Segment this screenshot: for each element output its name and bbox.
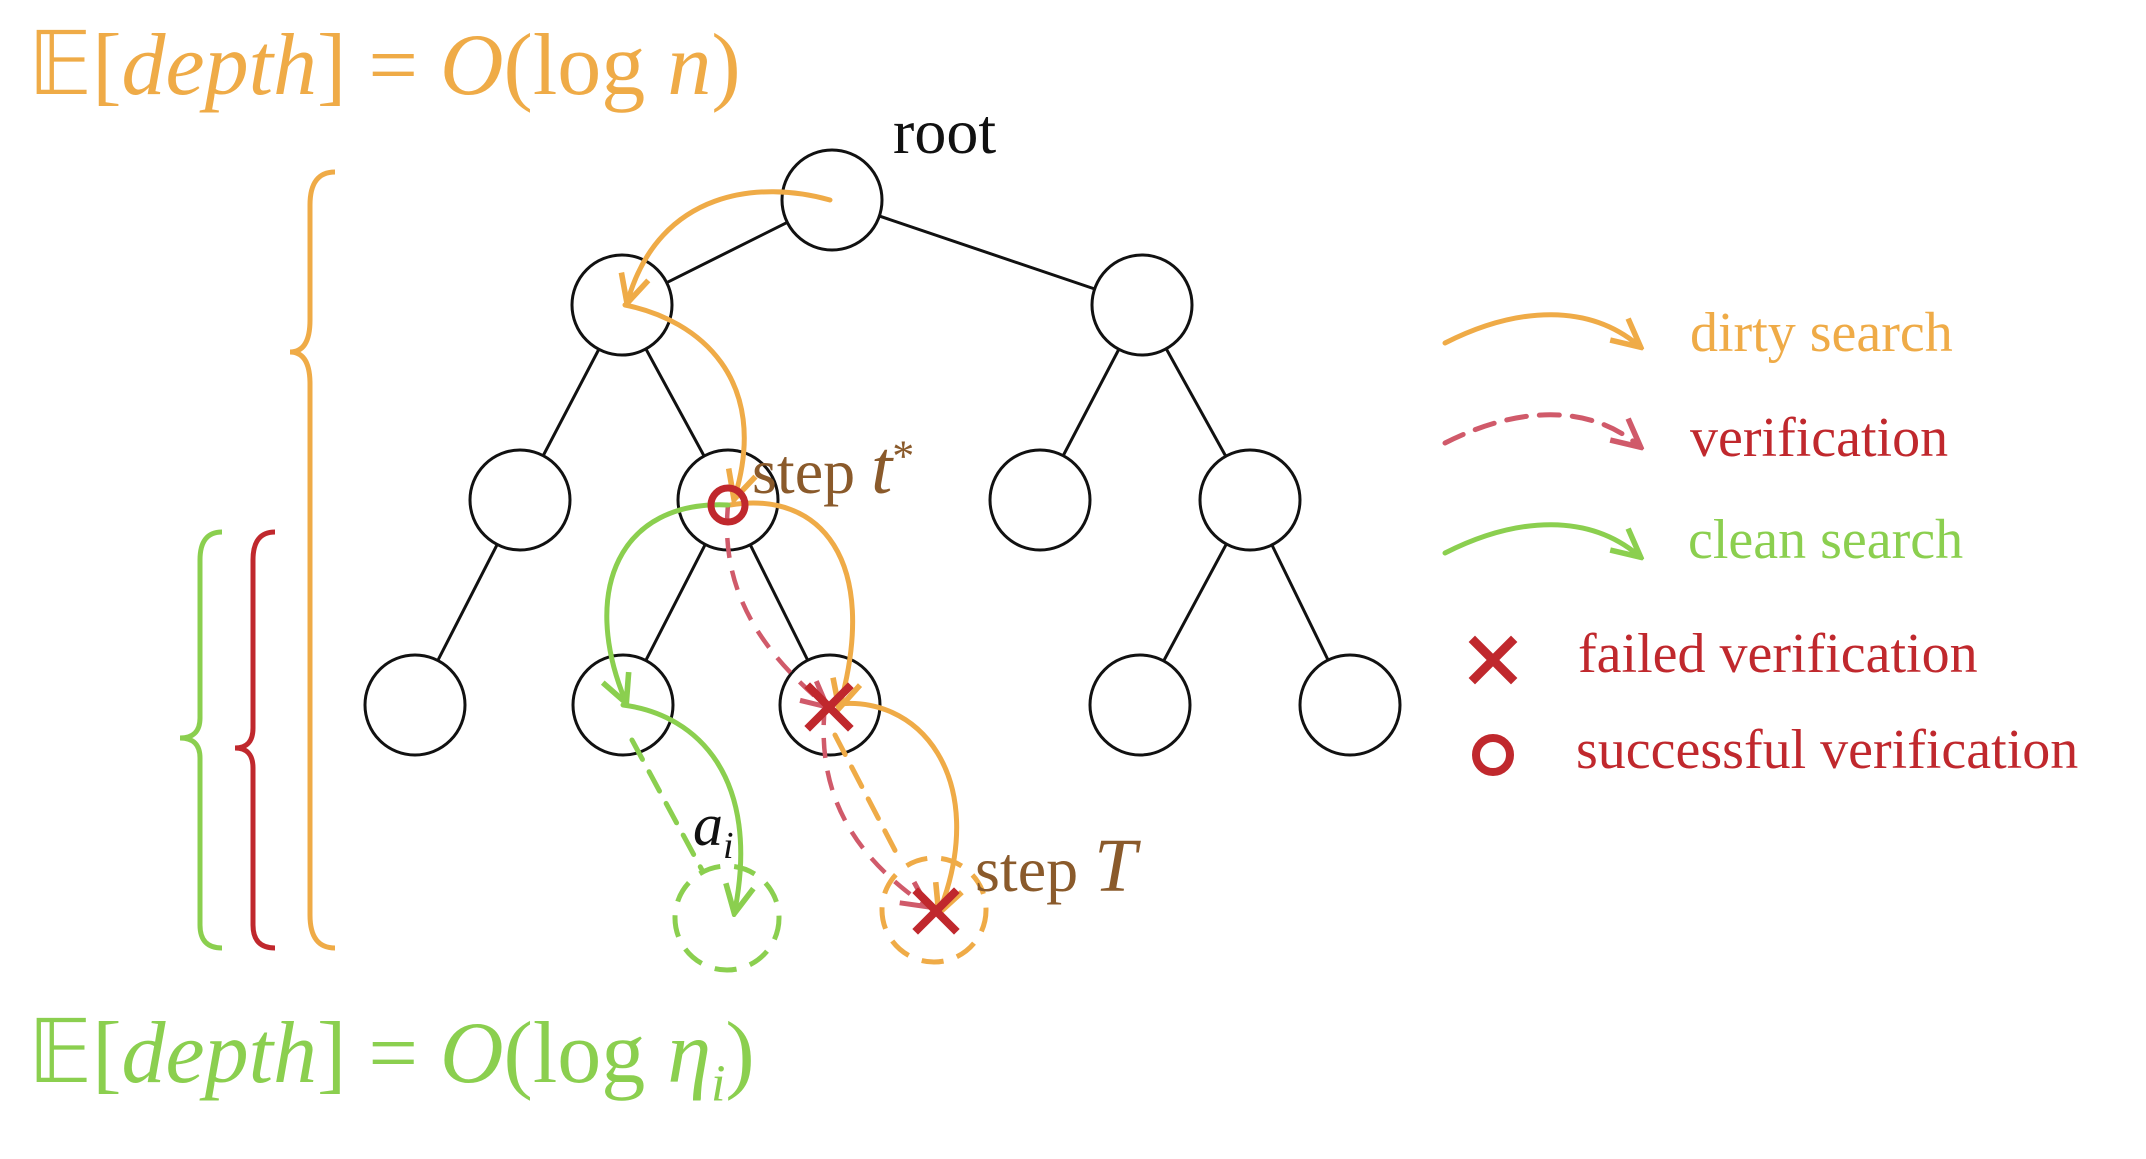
legend-verification-arrow <box>1442 412 1638 445</box>
formula-top-n: n <box>667 17 712 114</box>
legend-label-dirty-search: dirty search <box>1690 302 1953 364</box>
formula-top-big-o: O <box>439 17 504 114</box>
legend-clean-arrow <box>1442 522 1638 555</box>
clean-arrow-tstar-to-l3b <box>607 502 731 700</box>
node-l3-d <box>1088 653 1192 757</box>
root-label: root <box>893 96 997 167</box>
brace-green <box>179 529 223 951</box>
formula-bottom-variable: depth <box>121 1005 318 1102</box>
node-l2-a <box>468 448 572 552</box>
formula-bottom-log: (log <box>503 1005 668 1102</box>
step-T-var: T <box>1094 824 1137 908</box>
verification-path <box>724 504 925 905</box>
dirty-arrow-l3c-to-T <box>827 700 957 910</box>
node-l2-c <box>988 448 1092 552</box>
a-i-sub: i <box>723 825 734 867</box>
legend-dirty-arrow <box>1442 312 1638 345</box>
formula-bottom-eta: η <box>667 1005 711 1102</box>
formula-top-variable: depth <box>121 17 318 114</box>
clean-dashed-l3b-to-ai <box>629 737 705 873</box>
formula-bottom-bracket-close: ] <box>317 1005 347 1102</box>
formula-bottom: 𝔼[depth] = O(log ηi) <box>28 1010 755 1111</box>
step-t-star-text: step <box>752 436 872 507</box>
dirty-arrow-root-to-l1 <box>628 189 833 300</box>
node-l3-a <box>363 653 467 757</box>
node-dashed-orange <box>879 855 989 965</box>
verify-arrow-l3c-to-T <box>821 704 925 905</box>
legend-cross-icon <box>1468 635 1518 685</box>
formula-top-equals: = <box>346 17 440 114</box>
dirty-arrow-l2b-to-l3c <box>727 500 853 705</box>
legend-circle-icon <box>1472 734 1514 776</box>
clean-arrow-l3b-to-ai <box>620 702 741 910</box>
formula-bottom-equals: = <box>346 1005 440 1102</box>
failed-verification-marker-T <box>912 887 960 935</box>
dirty-search-path <box>622 189 957 910</box>
clean-search-path <box>607 502 741 910</box>
formula-bottom-expectation: 𝔼 <box>28 1005 93 1102</box>
a-i-var: a <box>693 792 723 858</box>
successful-verification-marker <box>707 484 749 526</box>
node-l1-right <box>1090 253 1194 357</box>
formula-bottom-subscript: i <box>710 1055 726 1113</box>
failed-verification-marker-l3c <box>804 682 854 732</box>
formula-top-log: (log <box>503 17 668 114</box>
step-t-star-var: t <box>871 426 893 510</box>
legend-label-failed-verification: failed verification <box>1578 623 1978 685</box>
brace-red <box>234 529 276 951</box>
formula-bottom-big-o: O <box>439 1005 504 1102</box>
formula-bottom-bracket-open: [ <box>92 1005 122 1102</box>
dirty-arrow-l1-to-l2b <box>622 302 744 496</box>
node-l1-left <box>570 253 674 357</box>
formula-top: 𝔼[depth] = O(log n) <box>28 22 741 110</box>
formula-bottom-paren-close: ) <box>725 1005 755 1102</box>
legend-label-clean-search: clean search <box>1688 509 1964 571</box>
formula-top-bracket-close: ] <box>317 17 347 114</box>
formula-top-paren-close: ) <box>711 17 741 114</box>
dirty-dashed-l3c-to-T <box>832 732 903 863</box>
step-t-star-label: step t* <box>752 430 914 506</box>
edge-root-right <box>831 198 1143 307</box>
legend-label-verification: verification <box>1690 407 1949 469</box>
formula-top-expectation: 𝔼 <box>28 17 93 114</box>
formula-top-bracket-open: [ <box>92 17 122 114</box>
step-T-text: step <box>975 834 1095 905</box>
step-T-label: step T <box>975 828 1136 904</box>
a-i-label: ai <box>693 795 734 865</box>
verify-arrow-tstar-to-l3c <box>724 504 825 705</box>
step-t-star-sup: * <box>892 431 915 481</box>
node-l3-e <box>1298 653 1402 757</box>
brace-orange <box>289 169 336 951</box>
legend-markers <box>1442 312 1638 776</box>
legend-label-successful-verification: successful verification <box>1576 719 2079 781</box>
node-dashed-green <box>672 863 782 973</box>
node-l2-d <box>1198 448 1302 552</box>
